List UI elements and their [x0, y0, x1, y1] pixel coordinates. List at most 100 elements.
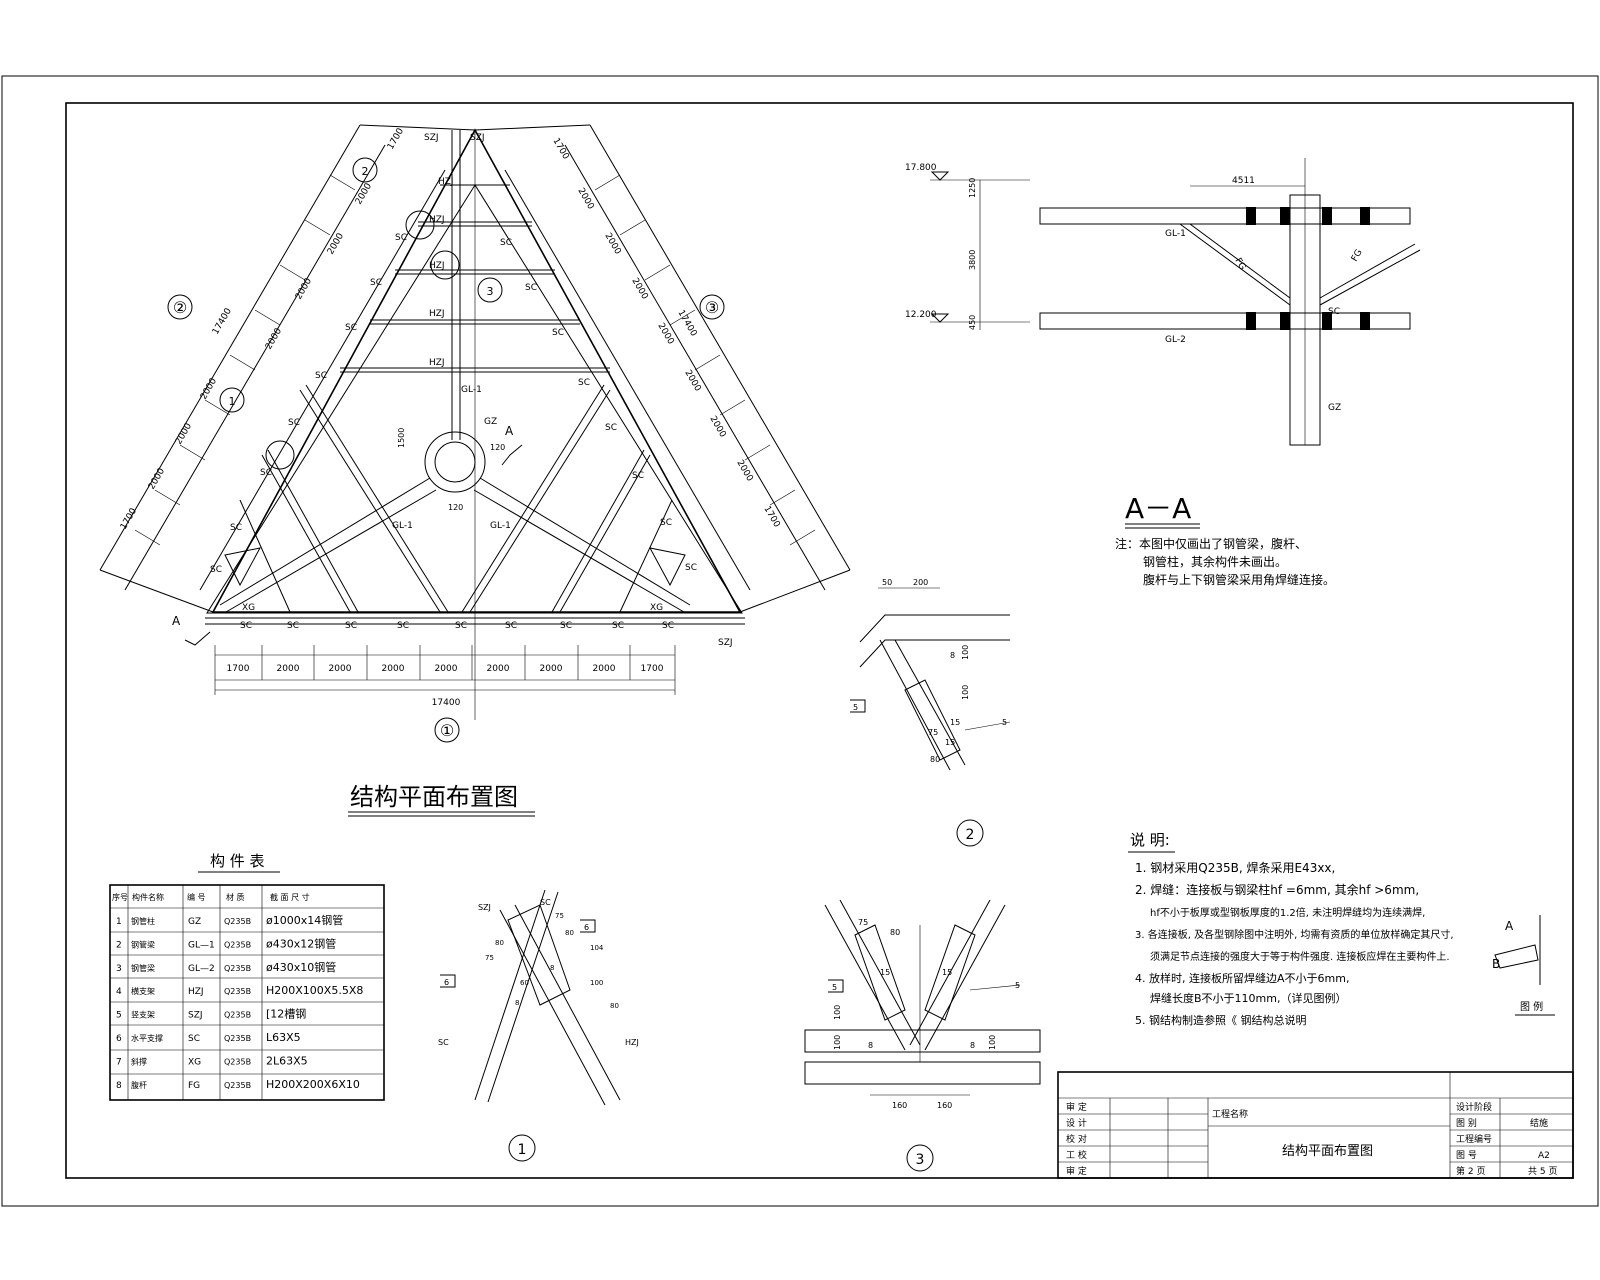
table-cell-r6-c1: 6 — [116, 1034, 122, 1044]
right-outer-edge — [589, 124, 851, 571]
d2-dim-8: 8 — [950, 651, 955, 660]
table-cell-r6-c4: Q235B — [224, 1034, 251, 1043]
table-cell-r2-c2: 钢管梁 — [131, 939, 155, 949]
aa-beam-gl2 — [1039, 312, 1411, 330]
label-xg-right: XG — [650, 603, 663, 613]
structural-plan: 2 3 1 HZJ HZJ HZJ HZJ HZJ GL-1 GZ 1500 1… — [99, 124, 851, 817]
table-cell-r7-c2: 斜撑 — [131, 1056, 147, 1066]
d1-dim-1: 75 — [555, 912, 564, 920]
tb-r1-label: 设计阶段 — [1456, 1101, 1492, 1113]
table-cell-r4-c2: 横支架 — [131, 986, 155, 996]
table-cell-r5-c5: [12槽钢 — [266, 1008, 306, 1021]
left-outer-edge — [99, 124, 361, 571]
label-szj-bottom: SZJ — [718, 638, 733, 648]
aa-label-fg-left: FG — [1232, 257, 1247, 273]
label-sc-b4: SC — [397, 621, 409, 631]
dim-l8: 2000 — [147, 466, 167, 491]
detail-2: 50 200 100 8 100 15 15 75 80 5 5 2 — [850, 578, 1011, 847]
dim-r4: 2000 — [629, 277, 649, 302]
dim-b8: 2000 — [593, 664, 616, 674]
dim-r9: 1700 — [761, 505, 781, 530]
table-cell-r7-c3: XG — [188, 1057, 201, 1067]
d1-dim-2: 80 — [565, 929, 574, 937]
table-cell-r1-c5: ø1000x14钢管 — [266, 913, 343, 927]
d1-weld-top: 6 — [584, 923, 589, 932]
section-mark-left: A — [172, 614, 181, 628]
detail-marker-2-text: 2 — [362, 165, 369, 178]
sheet-outer-border — [1, 75, 1599, 1207]
dim-l7: 2000 — [174, 421, 194, 446]
detail-2-marker — [956, 819, 984, 847]
axis-label-2: ② — [173, 298, 187, 317]
dim-l3: 2000 — [326, 231, 346, 256]
label-xg-left: XG — [242, 603, 255, 613]
tb-r2-label: 图 别 — [1456, 1118, 1477, 1129]
d3-weld-left: 5 — [832, 983, 837, 992]
outer-frame — [211, 128, 742, 613]
d3-dim-100b: 100 — [833, 1035, 842, 1050]
section-aa: 17.800 12.200 1250 3800 450 4511 GL-1 GL… — [905, 158, 1421, 587]
label-sc-b8: SC — [612, 621, 624, 631]
d2-dim-100b: 100 — [961, 685, 970, 700]
table-cell-r8-c2: 腹杆 — [131, 1080, 147, 1090]
dim-l2: 2000 — [354, 181, 374, 206]
d3-dim-100a: 100 — [833, 1005, 842, 1020]
notes: 说 明: 1. 钢材采用Q235B, 焊条采用E43xx, 2. 焊缝：连接板与… — [1128, 831, 1555, 1027]
label-sc-l7: SC — [370, 278, 382, 288]
d1-dim-9: 8 — [550, 964, 554, 972]
table-cell-r3-c5: ø430x10钢管 — [266, 960, 336, 974]
detail-3-label: 3 — [916, 1152, 925, 1168]
detail-1-marker — [508, 1134, 536, 1162]
label-sc-l5: SC — [315, 371, 327, 381]
d1-dim-7: 80 — [610, 1002, 619, 1010]
label-sc-b5: SC — [455, 621, 467, 631]
label-1500: 1500 — [397, 428, 406, 448]
note-4: 4. 放样时, 连接板所留焊缝边A不小于6mm, — [1135, 971, 1349, 985]
d3-dim-160a: 160 — [892, 1101, 907, 1110]
label-sc-l6: SC — [345, 323, 357, 333]
plan-title: 结构平面布置图 — [350, 783, 518, 811]
aa-label-fg-right: FG — [1350, 248, 1365, 264]
column-gz — [424, 431, 486, 493]
d2-dim-100a: 100 — [961, 645, 970, 660]
th-index: 序号 — [112, 892, 128, 902]
dim-b3: 2000 — [329, 664, 352, 674]
aa-title: A－A — [1125, 492, 1191, 525]
table-cell-r6-c5: L63X5 — [266, 1031, 301, 1044]
legend-label: 图 例 — [1520, 1000, 1543, 1013]
th-name: 构件名称 — [132, 892, 164, 902]
d3-dim-15b: 15 — [942, 968, 952, 977]
th-section: 截 面 尺 寸 — [270, 892, 310, 902]
table-cell-r2-c4: Q235B — [224, 940, 251, 949]
note-5: 5. 钢结构制造参照《 钢结构总说明 — [1135, 1013, 1307, 1027]
label-sc-r3: SC — [552, 328, 564, 338]
dim-b2: 2000 — [277, 664, 300, 674]
dim-r-total: 17400 — [675, 309, 698, 339]
tb-r5-label: 第 2 页 — [1456, 1165, 1485, 1177]
table-cell-r4-c1: 4 — [116, 987, 122, 997]
label-gl1-left: GL-1 — [392, 521, 413, 531]
d2-weld-right: 5 — [1002, 718, 1007, 727]
dim-r5: 2000 — [655, 322, 675, 347]
label-120-bottom: 120 — [448, 503, 463, 512]
label-sc-r1: SC — [500, 238, 512, 248]
d1-label-sc-top: SC — [540, 898, 551, 907]
table-cell-r3-c2: 钢管梁 — [131, 963, 155, 973]
label-sc-l8: SC — [395, 233, 407, 243]
d1-label-hzj: HZJ — [625, 1038, 639, 1047]
notes-title: 说 明: — [1130, 831, 1170, 849]
section-mark-right: A — [505, 424, 514, 438]
label-sc-l3: SC — [260, 468, 272, 478]
tb-r3-label: 工程编号 — [1456, 1133, 1492, 1145]
d1-dim-3: 80 — [495, 939, 504, 947]
detail-3-marker — [906, 1144, 934, 1172]
tb-r4-label: 图 号 — [1456, 1150, 1477, 1161]
d3-dim-8a: 8 — [868, 1041, 873, 1050]
dim-r6: 2000 — [682, 369, 702, 394]
note-2: 2. 焊缝：连接板与钢梁柱hf =6mm, 其余hf >6mm, — [1135, 882, 1419, 897]
aa-label-gl1: GL-1 — [1165, 229, 1186, 239]
d2-dim-200: 200 — [913, 578, 928, 587]
dim-l1: 1700 — [386, 126, 406, 151]
label-gz: GZ — [484, 417, 497, 427]
elev-top: 17.800 — [905, 163, 937, 173]
